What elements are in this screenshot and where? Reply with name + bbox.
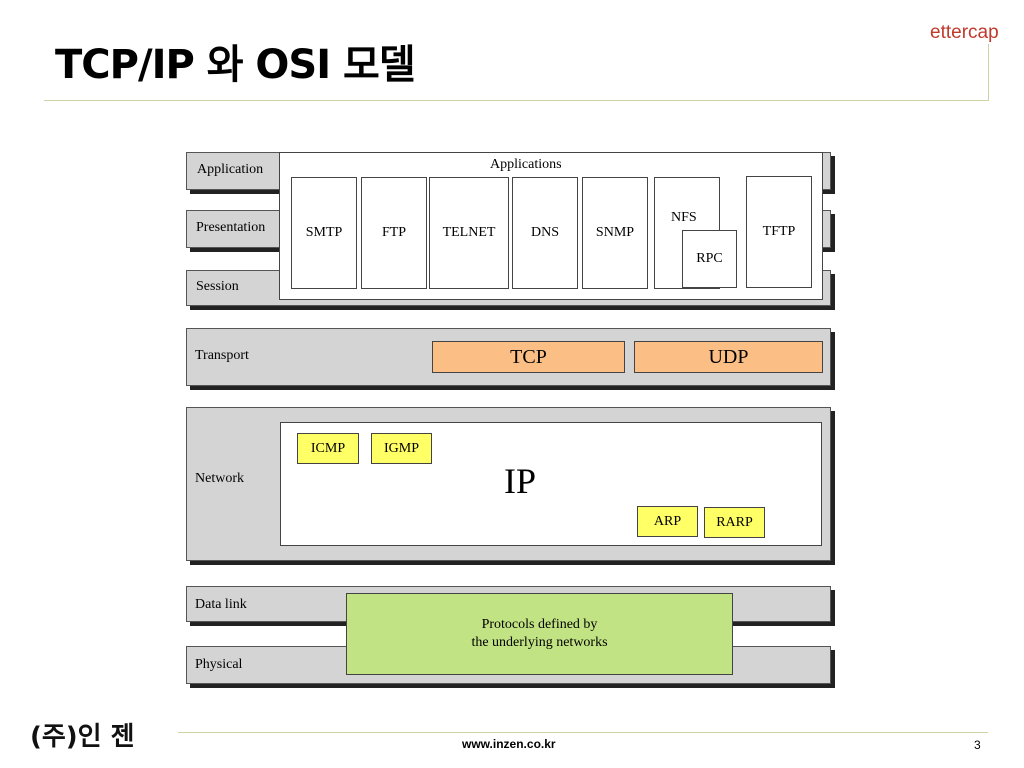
protocol-smtp: SMTP	[291, 177, 357, 289]
protocol-tftp: TFTP	[746, 176, 812, 288]
header-divider-vertical	[988, 44, 989, 101]
layer-label-presentation: Presentation	[196, 220, 266, 235]
protocol-udp: UDP	[634, 341, 823, 373]
footer-divider	[178, 732, 988, 733]
protocol-icmp: ICMP	[297, 433, 359, 464]
protocol-nfs: NFS	[671, 210, 697, 225]
layer-label-session: Session	[196, 279, 239, 294]
underlying-networks-line1: Protocols defined by	[481, 617, 598, 632]
layer-label-data-link: Data link	[195, 597, 247, 612]
underlying-networks-box: Protocols defined by the underlying netw…	[346, 593, 733, 675]
protocol-rpc: RPC	[682, 230, 737, 288]
page-number: 3	[974, 738, 981, 752]
protocol-ip: IP	[504, 461, 537, 501]
layer-label-network: Network	[195, 471, 244, 486]
company-logo: (주)인 젠	[30, 722, 135, 752]
website-link[interactable]: www.inzen.co.kr	[462, 737, 556, 751]
layer-label-application: Application	[197, 162, 264, 177]
header-divider	[44, 100, 988, 101]
protocol-tcp: TCP	[432, 341, 625, 373]
applications-label: Applications	[490, 157, 562, 172]
brand-label: ettercap	[930, 22, 999, 43]
protocol-igmp: IGMP	[371, 433, 432, 464]
protocol-dns: DNS	[512, 177, 578, 289]
underlying-networks-line2: the underlying networks	[471, 635, 608, 650]
slide-title: TCP/IP 와 OSI 모델	[55, 42, 416, 88]
protocol-rarp: RARP	[704, 507, 765, 538]
protocol-telnet: TELNET	[429, 177, 509, 289]
layer-label-transport: Transport	[195, 348, 249, 363]
protocol-arp: ARP	[637, 506, 698, 537]
protocol-ftp: FTP	[361, 177, 427, 289]
layer-label-physical: Physical	[195, 657, 243, 672]
protocol-snmp: SNMP	[582, 177, 648, 289]
